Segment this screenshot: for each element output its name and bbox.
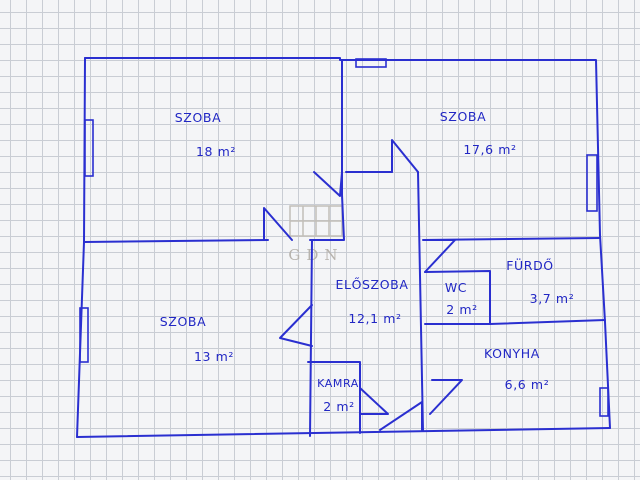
door-entry	[379, 401, 423, 431]
room-furdo: FÜRDŐ 3,7 m²	[506, 257, 575, 306]
door-pantry	[359, 387, 389, 415]
room-szoba-1: SZOBA 18 m²	[175, 110, 236, 159]
window-right-upper	[586, 154, 598, 212]
window-left-lower	[79, 307, 89, 363]
room-area: 17,6 m²	[463, 142, 516, 157]
window-left-upper	[84, 119, 94, 177]
windows	[79, 58, 609, 417]
room-label: SZOBA	[440, 109, 486, 124]
door-kitchen	[429, 379, 463, 415]
room-label: FÜRDŐ	[506, 257, 554, 273]
watermark-text: GDN	[288, 246, 343, 264]
doors	[263, 139, 463, 431]
door-hall-left	[279, 304, 313, 347]
watermark: GDN	[288, 205, 343, 264]
room-szoba-3: SZOBA 13 m²	[160, 314, 234, 364]
room-label: KAMRA	[317, 377, 359, 390]
room-label: KONYHA	[484, 346, 540, 361]
room-area: 6,6 m²	[505, 377, 550, 392]
room-area: 13 m²	[194, 349, 234, 364]
room-area: 12,1 m²	[348, 311, 401, 326]
room-area: 3,7 m²	[530, 291, 575, 306]
door-room3-upper	[263, 207, 293, 241]
room-szoba-2: SZOBA 17,6 m²	[440, 109, 516, 157]
room-konyha: KONYHA 6,6 m²	[484, 346, 549, 392]
watermark-logo-icon	[289, 205, 343, 237]
window-top	[355, 58, 387, 68]
room-label: SZOBA	[175, 110, 221, 125]
room-kamra: KAMRA 2 m²	[317, 377, 359, 414]
door-bath	[424, 239, 456, 273]
room-label: ELŐSZOBA	[336, 277, 409, 292]
window-right-lower	[599, 387, 609, 417]
room-area: 2 m²	[446, 302, 478, 317]
room-area: 2 m²	[323, 399, 355, 414]
room-wc: WC 2 m²	[445, 280, 478, 317]
door-room1	[313, 171, 343, 197]
room-label: WC	[445, 280, 467, 295]
room-eloszoba: ELŐSZOBA 12,1 m²	[336, 277, 409, 326]
door-room2	[391, 139, 419, 173]
room-label: SZOBA	[160, 314, 206, 329]
room-area: 18 m²	[196, 144, 236, 159]
